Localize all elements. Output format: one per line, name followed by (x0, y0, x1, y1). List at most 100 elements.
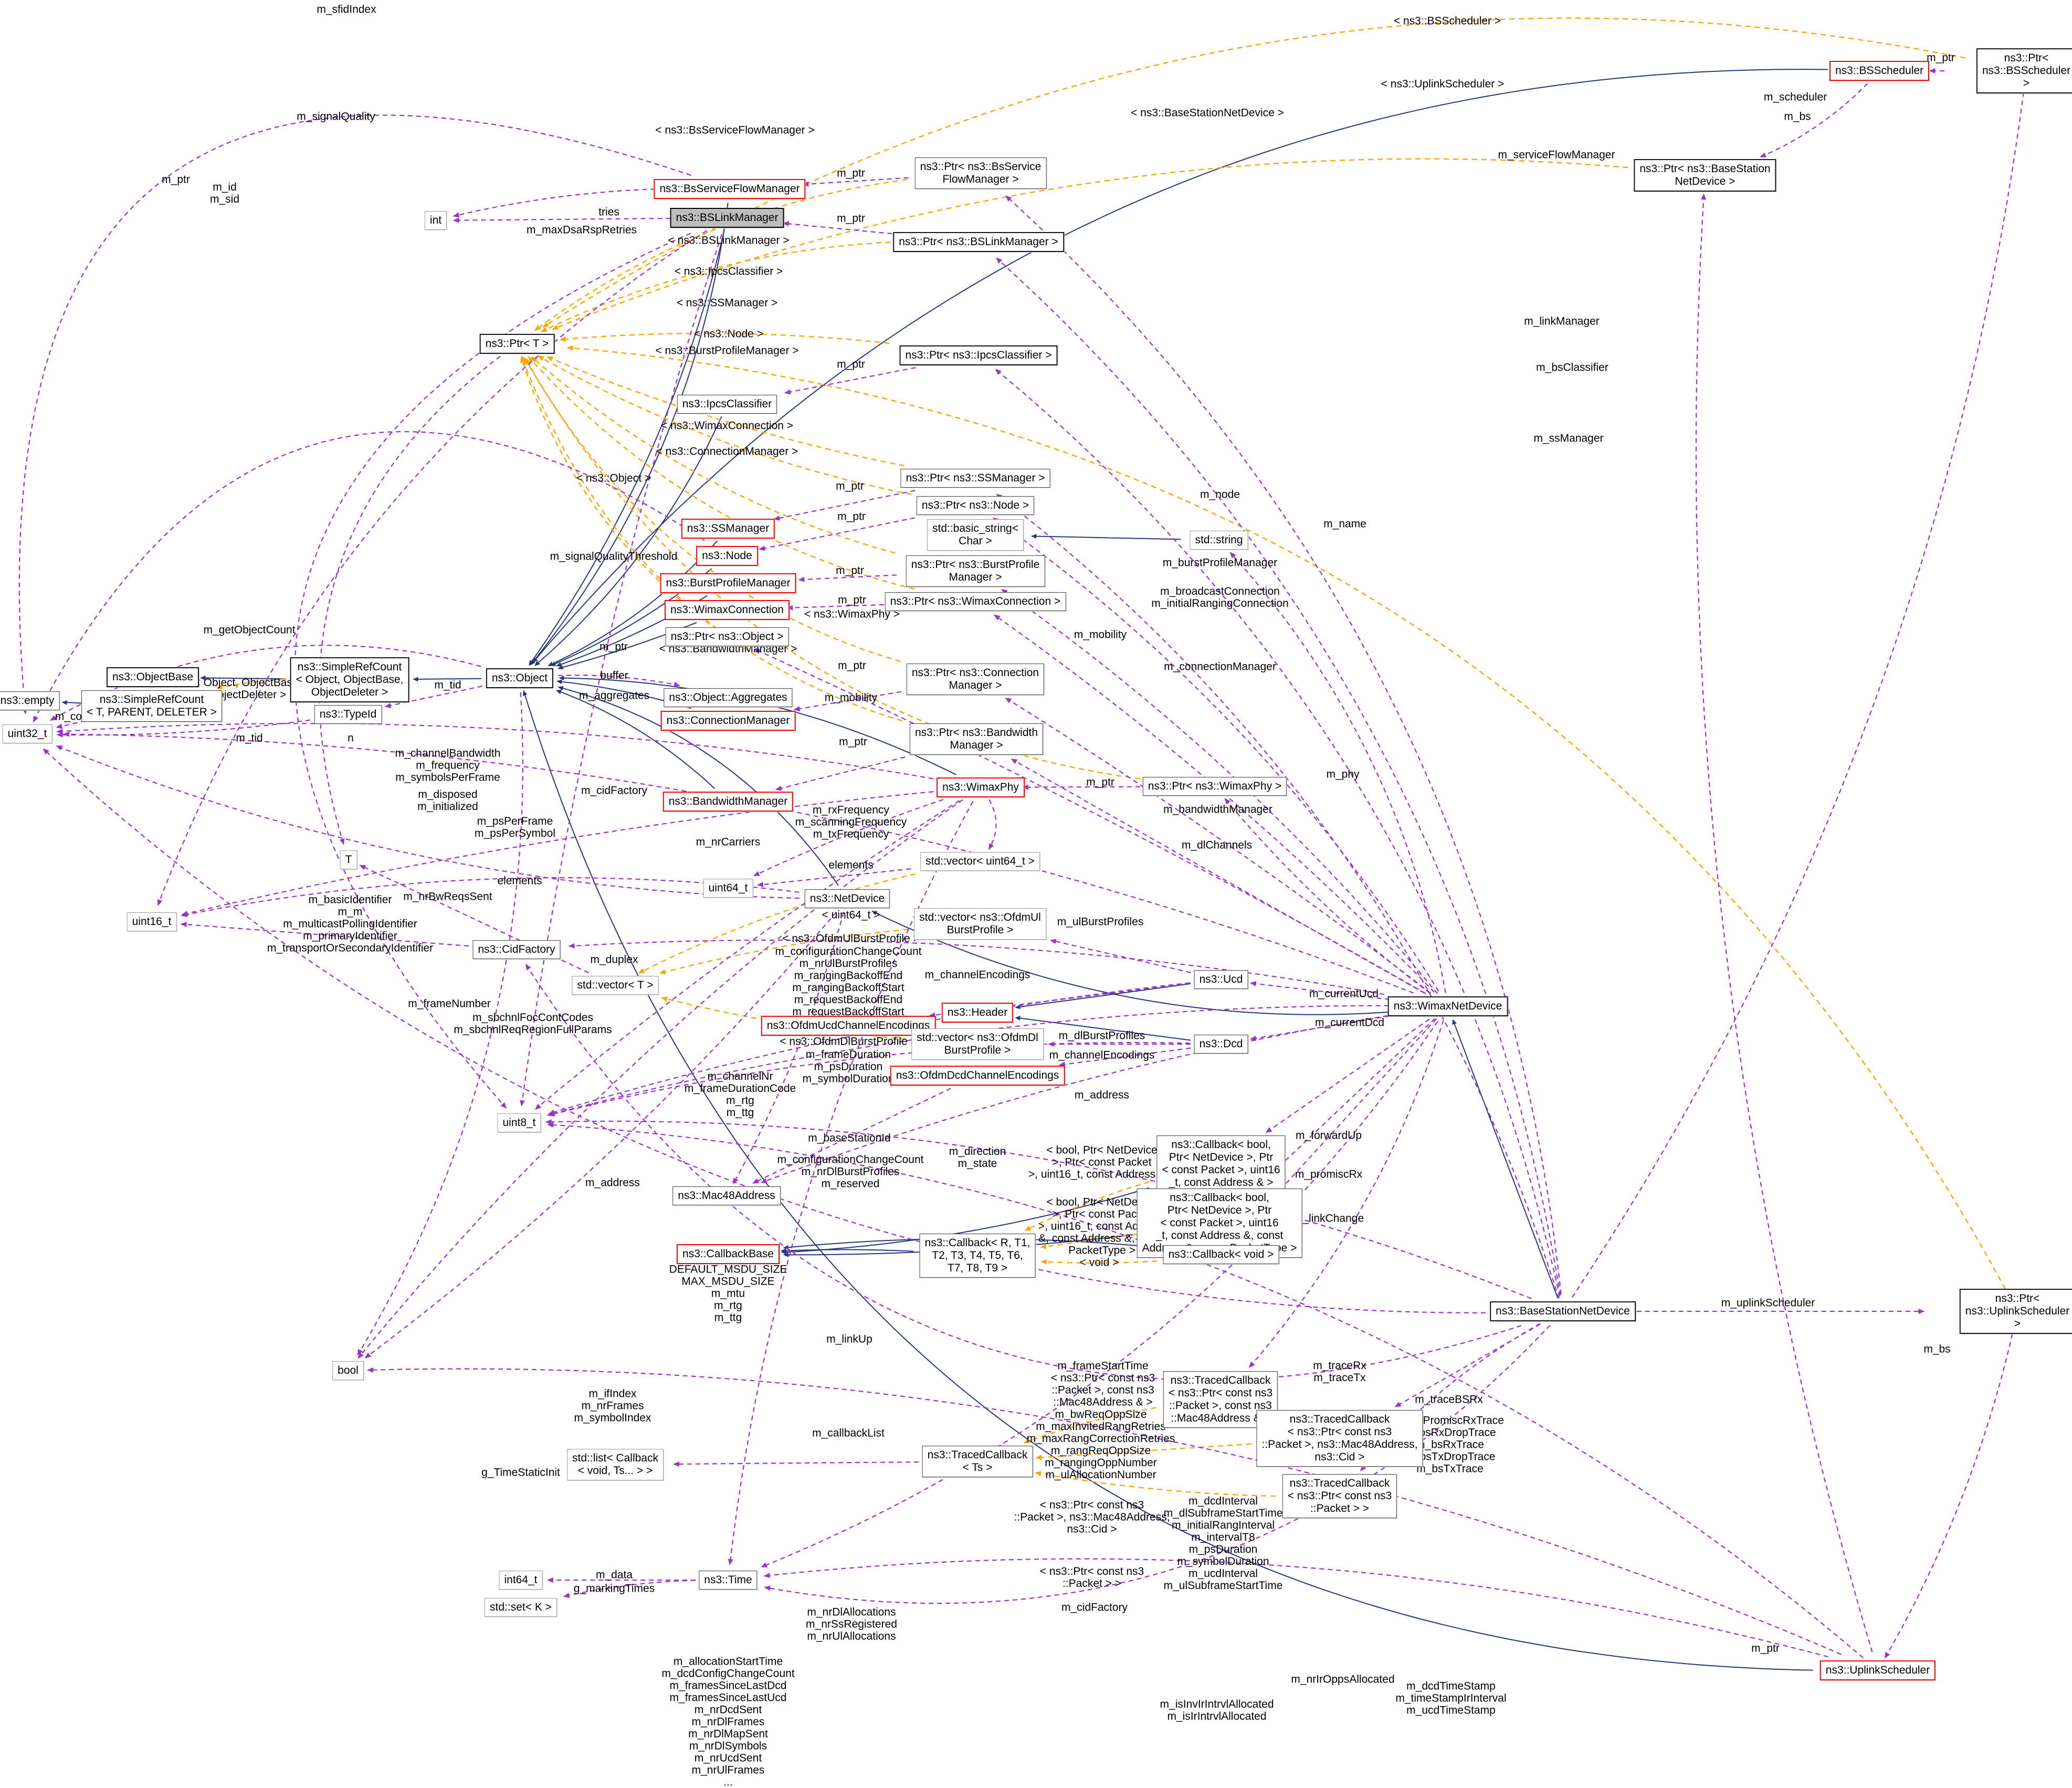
edge-u-ucd-uint8 (548, 982, 1190, 1115)
node-ptr-wimaxconnection[interactable]: ns3::Ptr< ns3::WimaxConnection > (885, 592, 1066, 611)
edge-u-ptr-t-t (319, 355, 501, 845)
edge-u-wimaxnetdevice-ptr-bandwidthmanager (1011, 759, 1425, 994)
node-ipcsclassifier[interactable]: ns3::IpcsClassifier (677, 395, 777, 414)
edge-u-ofdmdcd-mac48 (752, 1088, 951, 1184)
node-objectbase[interactable]: ns3::ObjectBase (106, 667, 199, 687)
node-ptr-ipcsclassifier[interactable]: ns3::Ptr< ns3::IpcsClassifier > (899, 345, 1058, 365)
node-simplerefcount-t[interactable]: ns3::SimpleRefCount < T, PARENT, DELETER… (81, 690, 222, 722)
node-ptr-ssmanager[interactable]: ns3::Ptr< ns3::SSManager > (900, 469, 1050, 488)
edge-u-basestationnetdevice-tracedcb-cid (1394, 1323, 1541, 1407)
node-vector-ofdmdl[interactable]: std::vector< ns3::OfdmDl BurstProfile > (911, 1028, 1044, 1060)
node-vector-t[interactable]: std::vector< T > (572, 976, 659, 995)
node-tracedcb-packet[interactable]: ns3::TracedCallback < ns3::Ptr< const ns… (1282, 1474, 1397, 1518)
edge-t-callback-7-callback-generic (1040, 1233, 1138, 1249)
node-cidfactory[interactable]: ns3::CidFactory (472, 940, 561, 959)
edge-i-bandwidthmanager-object (556, 690, 716, 789)
node-uint16[interactable]: uint16_t (127, 912, 177, 931)
node-ptr-t[interactable]: ns3::Ptr< T > (479, 334, 555, 354)
node-ptr-bslinkmanager[interactable]: ns3::Ptr< ns3::BSLinkManager > (893, 232, 1064, 252)
edge-t-callback-void-callback-generic (1040, 1259, 1158, 1265)
node-ptr-wimaxphy[interactable]: ns3::Ptr< ns3::WimaxPhy > (1142, 777, 1287, 796)
edge-i-ucd-header (1015, 983, 1191, 1009)
node-time[interactable]: ns3::Time (699, 1571, 758, 1590)
edge-i-netdevice-object (558, 686, 839, 886)
node-int64[interactable]: int64_t (499, 1571, 543, 1590)
edge-u-wimaxnetdevice-std-string (1229, 552, 1446, 993)
node-basestationnetdevice[interactable]: ns3::BaseStationNetDevice (1490, 1301, 1636, 1321)
edge-u-typeid-uint32 (56, 719, 310, 738)
node-callbackbase[interactable]: ns3::CallbackBase (677, 1244, 780, 1264)
edge-u-bsserviceflowmanager-int (453, 188, 656, 218)
node-ptr-burstprofilemanager[interactable]: ns3::Ptr< ns3::BurstProfile Manager > (906, 555, 1045, 587)
node-ptr-bandwidthmanager[interactable]: ns3::Ptr< ns3::Bandwidth Manager > (909, 723, 1044, 755)
node-connectionmanager[interactable]: ns3::ConnectionManager (660, 711, 796, 731)
node-wimaxnetdevice[interactable]: ns3::WimaxNetDevice (1387, 996, 1508, 1016)
node-tracedcb-rx[interactable]: ns3::TracedCallback < ns3::Ptr< const ns… (1163, 1371, 1278, 1428)
node-object[interactable]: ns3::Object (486, 668, 554, 688)
node-ssmanager[interactable]: ns3::SSManager (681, 519, 775, 539)
edge-t-ptr-bsserviceflowmanager-ptr-t (534, 178, 908, 331)
node-vector-ofdmul[interactable]: std::vector< ns3::OfdmUl BurstProfile > (914, 908, 1046, 940)
node-dcd[interactable]: ns3::Dcd (1194, 1035, 1248, 1054)
node-ptr-bsscheduler[interactable]: ns3::Ptr< ns3::BSScheduler > (1976, 48, 2072, 93)
node-wimaxphy[interactable]: ns3::WimaxPhy (937, 777, 1025, 797)
node-ptr-connectionmanager[interactable]: ns3::Ptr< ns3::Connection Manager > (906, 664, 1045, 695)
node-uint64[interactable]: uint64_t (703, 879, 753, 898)
node-int[interactable]: int (424, 211, 447, 230)
node-burstprofilemanager[interactable]: ns3::BurstProfileManager (660, 573, 796, 593)
edge-u-dcd-ofdmdcd (1058, 1047, 1191, 1067)
edge-u-wimaxnetdevice-mac48 (760, 1015, 1388, 1183)
node-uint32[interactable]: uint32_t (2, 724, 52, 743)
edge-u-wimaxphy-bool (357, 799, 963, 1359)
node-callback-void[interactable]: ns3::Callback< void > (1163, 1245, 1279, 1264)
node-netdevice[interactable]: ns3::NetDevice (804, 889, 890, 908)
node-header[interactable]: ns3::Header (941, 1003, 1014, 1023)
node-ofdmucd[interactable]: ns3::OfdmUcdChannelEncodings (761, 1016, 936, 1036)
node-std-list-callback[interactable]: std::list< Callback < void, Ts... > > (567, 1449, 664, 1480)
node-ptr-basestation-netdevice[interactable]: ns3::Ptr< ns3::BaseStation NetDevice > (1634, 159, 1776, 192)
node-basic-string[interactable]: std::basic_string< Char > (927, 519, 1024, 551)
node-aggregates[interactable]: ns3::Object::Aggregates (664, 688, 793, 707)
node-set-k[interactable]: std::set< K > (485, 1598, 557, 1617)
edge-u-wimaxnetdevice-dcd (1249, 1015, 1390, 1041)
edge-u-wimaxphy-uint32 (56, 723, 933, 780)
edge-t-tracedcb-rx-tracedcb-ts (1023, 1407, 1156, 1444)
edge-i-wimaxnetdevice-netdevice (871, 910, 1389, 1015)
node-bandwidthmanager[interactable]: ns3::BandwidthManager (662, 792, 794, 812)
edge-i-ipcsclassifier-object (534, 416, 722, 666)
node-mac48[interactable]: ns3::Mac48Address (672, 1186, 781, 1205)
node-tracedcb-ts[interactable]: ns3::TracedCallback < Ts > (922, 1446, 1033, 1477)
edge-u-ptr-bandwidthmanager-bandwidthmanager (775, 756, 906, 791)
node-t[interactable]: T (340, 850, 357, 869)
node-ptr-uplinkscheduler[interactable]: ns3::Ptr< ns3::UplinkScheduler > (1959, 1289, 2072, 1334)
node-uint8[interactable]: uint8_t (497, 1113, 541, 1132)
node-bsserviceflowmanager[interactable]: ns3::BsServiceFlowManager (654, 179, 806, 199)
node-bslinkmanager[interactable]: ns3::BSLinkManager (670, 208, 784, 228)
node-empty[interactable]: ns3::empty (0, 691, 60, 710)
node-simplerefcount-object[interactable]: ns3::SimpleRefCount < Object, ObjectBase… (290, 657, 409, 702)
node-typeid[interactable]: ns3::TypeId (314, 705, 382, 724)
node-ptr-bsserviceflowmanager[interactable]: ns3::Ptr< ns3::BsService FlowManager > (914, 157, 1047, 189)
edge-u-bsserviceflowmanager-uint32 (18, 114, 691, 714)
edge-u-netdevice-uint16 (181, 877, 800, 918)
edge-u-basestationnetdevice-cidfactory (525, 963, 1522, 1381)
edge-u-wimaxnetdevice-uint8 (546, 1005, 1389, 1117)
node-callback-generic[interactable]: ns3::Callback< R, T1, T2, T3, T4, T5, T6… (919, 1234, 1036, 1278)
node-ucd[interactable]: ns3::Ucd (1194, 970, 1248, 989)
node-node[interactable]: ns3::Node (696, 546, 758, 566)
node-bool[interactable]: bool (332, 1361, 364, 1380)
edge-u-netdevice-bool (364, 911, 837, 1359)
node-wimaxconnection[interactable]: ns3::WimaxConnection (665, 600, 790, 620)
node-bsscheduler[interactable]: ns3::BSScheduler (1829, 61, 1930, 81)
node-ptr-object[interactable]: ns3::Ptr< ns3::Object > (665, 627, 789, 646)
node-ofdmdcd[interactable]: ns3::OfdmDcdChannelEncodings (890, 1066, 1065, 1086)
node-vector-uint64[interactable]: std::vector< uint64_t > (920, 852, 1040, 871)
node-ptr-node[interactable]: ns3::Ptr< ns3::Node > (916, 496, 1035, 515)
node-callback-5[interactable]: ns3::Callback< bool, Ptr< NetDevice >, P… (1156, 1135, 1286, 1192)
edge-u-object-uint32 (49, 645, 481, 721)
node-std-string[interactable]: std::string (1190, 531, 1248, 550)
edge-t-tracedcb-cid-tracedcb-ts (1035, 1443, 1251, 1460)
node-tracedcb-cid[interactable]: ns3::TracedCallback < ns3::Ptr< const ns… (1256, 1410, 1423, 1467)
edge-u-uplinkscheduler-bool (367, 1367, 1842, 1655)
node-uplinkscheduler[interactable]: ns3::UplinkScheduler (1819, 1660, 1936, 1680)
